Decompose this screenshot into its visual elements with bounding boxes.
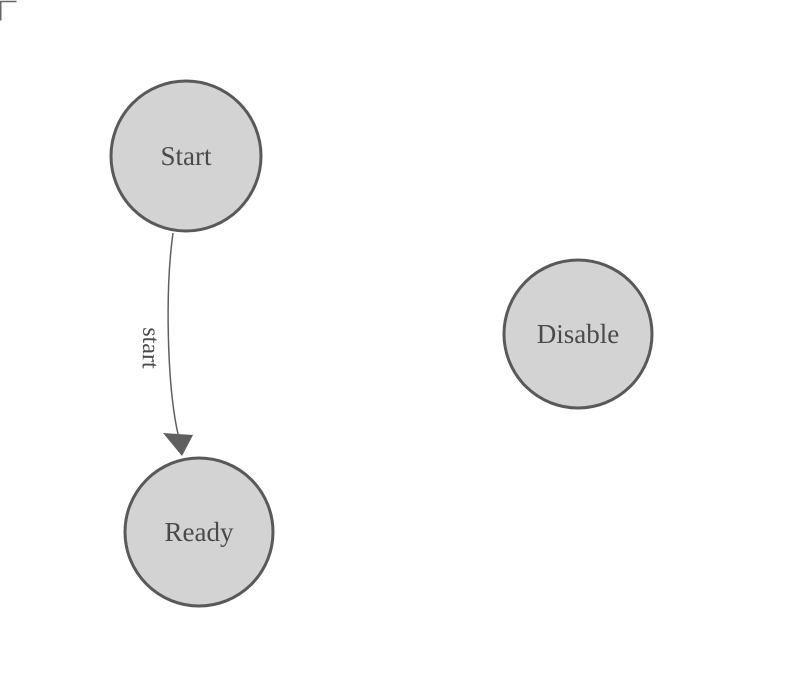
canvas-corner-mark — [0, 0, 17, 21]
node-disable-circle — [502, 258, 654, 410]
edge-label: start — [137, 327, 164, 369]
node-start[interactable]: Start — [109, 79, 263, 233]
node-disable[interactable]: Disable — [502, 258, 654, 410]
node-ready-circle — [123, 456, 275, 608]
node-ready[interactable]: Ready — [123, 456, 275, 608]
edge-path — [167, 232, 179, 435]
edge-arrowhead-icon — [163, 433, 193, 456]
edge-start-ready[interactable]: start — [137, 232, 193, 456]
node-start-circle — [109, 79, 263, 233]
